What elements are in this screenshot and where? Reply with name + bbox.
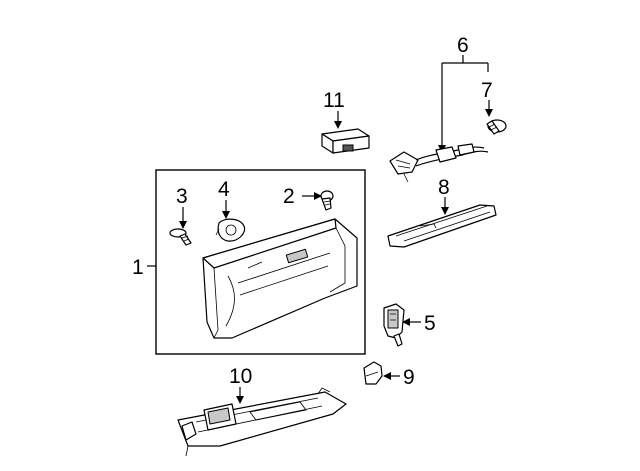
latch-5 — [383, 303, 405, 347]
callout-4: 4 — [218, 178, 230, 201]
module-11 — [321, 128, 370, 154]
wire-harness-6 — [389, 143, 489, 183]
housing-10 — [177, 387, 347, 457]
clip-2 — [320, 190, 334, 211]
trim-strip-8 — [387, 204, 497, 248]
callout-8: 8 — [438, 176, 450, 199]
stopper-9 — [363, 361, 383, 385]
callout-5: 5 — [424, 312, 436, 335]
leader-lines — [147, 55, 493, 404]
callout-6: 6 — [457, 34, 469, 57]
bracket-4 — [215, 218, 246, 242]
callout-10: 10 — [229, 365, 252, 388]
callout-1: 1 — [132, 256, 144, 279]
assembly-frame — [155, 169, 366, 355]
glove-box-door — [202, 218, 358, 339]
screw-7 — [486, 119, 507, 135]
callout-7: 7 — [481, 79, 493, 102]
callout-9: 9 — [403, 366, 415, 389]
callout-2: 2 — [283, 185, 295, 208]
callout-3: 3 — [176, 185, 188, 208]
screw-3 — [169, 228, 192, 246]
callout-11: 11 — [323, 89, 345, 112]
